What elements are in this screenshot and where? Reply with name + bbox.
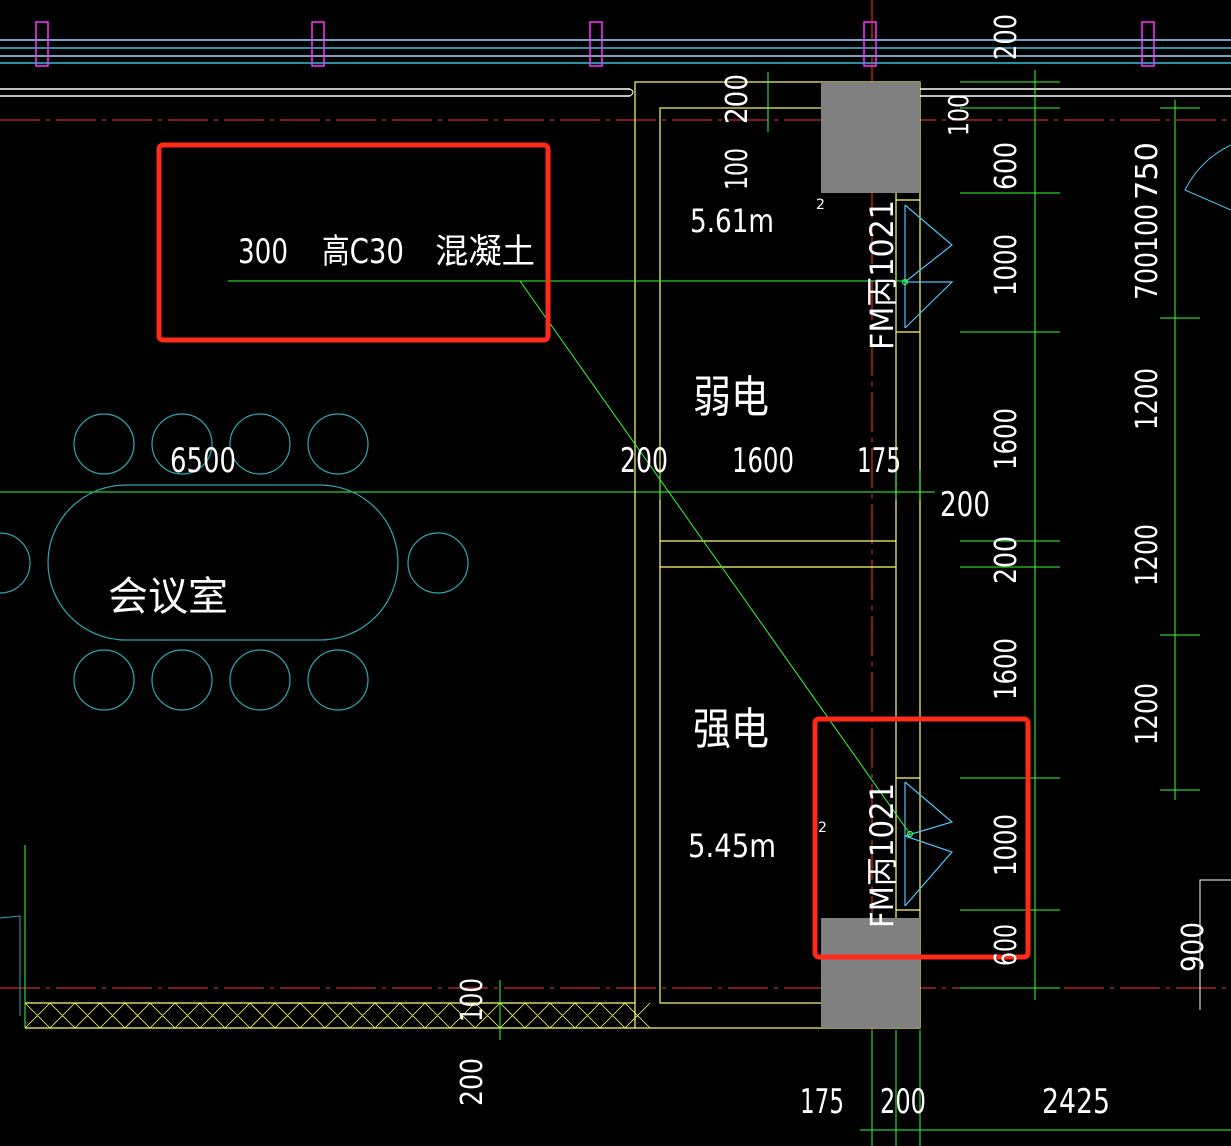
elevation-strong: 5.45m <box>688 827 776 865</box>
right-door-line <box>1199 879 1231 1010</box>
elevation-weak: 5.61m <box>690 202 774 240</box>
dim-v200-d: 200 <box>455 1058 490 1106</box>
dim-v1000-b: 1000 <box>989 814 1024 876</box>
hatch-strip <box>24 1002 651 1029</box>
annotation-size: 300 <box>238 232 288 272</box>
dim-1600-h: 1600 <box>732 441 794 481</box>
dim-v700100: 700100 <box>1130 204 1165 300</box>
highlight-box-door <box>812 716 1031 960</box>
chair <box>307 649 369 711</box>
dim-v1200-b: 1200 <box>1130 524 1165 586</box>
superscript-lower: 2 <box>818 820 827 836</box>
dim-6500: 6500 <box>170 441 236 481</box>
dim-200-a: 200 <box>620 441 668 481</box>
dim-v1200-c: 1200 <box>1130 683 1165 745</box>
dim-v200-b: 200 <box>989 536 1024 584</box>
meeting-table <box>0 413 469 711</box>
room-label-weak: 弱电 <box>693 372 769 423</box>
column-top <box>821 82 920 193</box>
chair <box>229 413 291 475</box>
dim-175-b: 175 <box>800 1082 844 1122</box>
dim-v100-c: 100 <box>455 978 490 1022</box>
dim-2425: 2425 <box>1042 1082 1110 1122</box>
columns <box>821 82 920 1028</box>
door-swing-upper <box>901 204 954 329</box>
room-label-strong: 强电 <box>693 704 769 755</box>
dim-v1600-b: 1600 <box>989 638 1024 700</box>
chair <box>73 413 135 475</box>
chair <box>229 649 291 711</box>
dim-v600-b: 600 <box>989 924 1024 966</box>
annotation-material: 混凝土 <box>435 232 535 272</box>
column-bottom <box>821 918 920 1028</box>
left-door-detail <box>0 845 26 1028</box>
chair <box>407 532 469 594</box>
door-label-lower: FM丙1021 <box>863 783 901 928</box>
dim-v750: 750 <box>1130 142 1165 200</box>
dim-v200-a: 200 <box>720 74 755 124</box>
dim-v200-top: 200 <box>989 14 1024 60</box>
annotation-height: 高C30 <box>322 232 404 272</box>
dim-v1200-a: 1200 <box>1130 368 1165 430</box>
chair <box>151 413 213 475</box>
room-walls <box>25 81 921 1029</box>
room-label-meeting: 会议室 <box>108 574 228 620</box>
dim-v900: 900 <box>1176 922 1211 972</box>
dim-175-a: 175 <box>857 441 901 481</box>
chair <box>73 649 135 711</box>
right-door-arc <box>1184 144 1231 211</box>
dim-200-b: 200 <box>940 485 990 525</box>
door-label-upper: FM丙1021 <box>863 200 901 350</box>
top-railing <box>0 21 1231 67</box>
door-swing-lower <box>904 781 954 907</box>
dim-v100-b: 100 <box>942 94 975 136</box>
superscript-upper: 2 <box>816 197 825 213</box>
dim-v100-a: 100 <box>720 148 755 190</box>
dim-v1600-a: 1600 <box>989 408 1024 470</box>
dim-200-c: 200 <box>880 1082 926 1122</box>
chair <box>0 532 31 594</box>
exterior-wall-lines <box>0 88 1231 97</box>
dimension-lines <box>499 70 1231 1146</box>
chair <box>307 413 369 475</box>
dim-v600-a: 600 <box>989 142 1024 190</box>
highlight-box-annotation <box>156 142 551 343</box>
leader-lines <box>228 280 911 835</box>
chair <box>151 649 213 711</box>
dim-v1000-a: 1000 <box>989 234 1024 296</box>
